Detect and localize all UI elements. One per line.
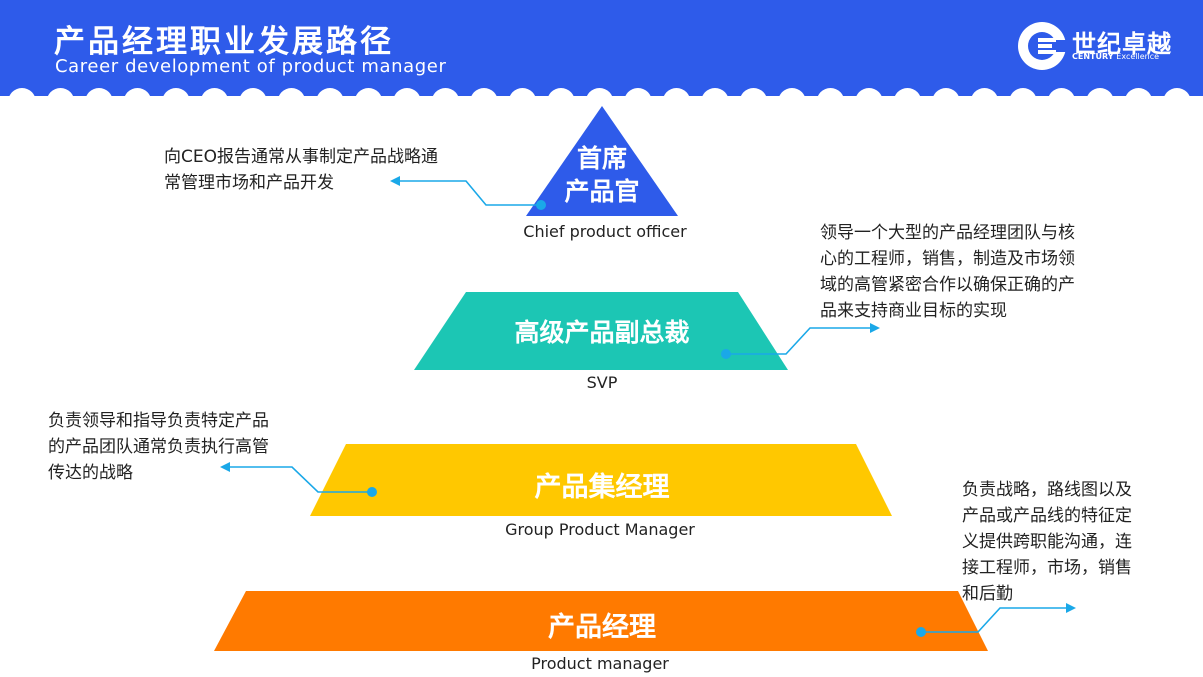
desc-chief-line: 常管理市场和产品开发 (164, 173, 334, 193)
header-scallop (431, 88, 460, 110)
arrow-head-pm (1066, 603, 1076, 613)
connector-chief (398, 180, 541, 206)
tier-en-chief: Chief product officer (523, 222, 687, 241)
header-scallop (624, 88, 652, 110)
header-scallop (508, 88, 537, 110)
connector-dot-chief (536, 200, 546, 210)
header-scallop (816, 88, 845, 110)
header-scallop (701, 88, 729, 110)
desc-pm-line: 负责战略，路线图以及 (962, 480, 1132, 500)
header-scallop (547, 88, 575, 110)
header-background (0, 0, 1203, 110)
header-scallop (893, 88, 922, 110)
tier-label-chief: 首席 产品官 (552, 142, 652, 208)
header-scallop (123, 88, 152, 110)
header-scallop (8, 88, 36, 110)
header-scallop (393, 88, 421, 110)
connector-svp (726, 327, 872, 355)
header-scallop (970, 88, 999, 110)
header-scallop (739, 88, 768, 110)
logo-name-en: CENTURY Excellence (1072, 52, 1159, 61)
tier-en-group: Group Product Manager (505, 520, 695, 539)
header-scallop (354, 88, 383, 110)
desc-group: 负责领导和指导负责特定产品 的产品团队通常负责执行高管 传达的战略 (48, 408, 328, 486)
page-title: 产品经理职业发展路径 (54, 24, 394, 60)
desc-pm-line: 产品或产品线的特征定 (962, 506, 1132, 526)
connector-dot-group (367, 487, 377, 497)
desc-pm-line: 义提供跨职能沟通，连 (962, 532, 1132, 552)
desc-svp-line: 域的高管紧密合作以确保正确的产 (820, 275, 1075, 295)
desc-svp-line: 心的工程师，销售，制造及市场领 (820, 249, 1075, 269)
logo-mark-icon (1018, 22, 1068, 70)
header-scallop (1009, 88, 1037, 110)
desc-chief-line: 向CEO报告通常从事制定产品战略通 (164, 147, 438, 167)
logo-name-cn: 世纪卓越 (1072, 30, 1172, 58)
tier-label-svp: 高级产品副总裁 (514, 318, 690, 347)
desc-svp-line: 品来支持商业目标的实现 (820, 301, 1007, 321)
connector-pm (921, 607, 1068, 633)
arrow-head-chief (390, 176, 400, 186)
header-scallop (855, 88, 883, 110)
tier-shape-group (310, 444, 892, 516)
header-scallop (85, 88, 113, 110)
header-scallop (662, 88, 691, 110)
header-scallop (778, 88, 806, 110)
logo-name-en-bold: CENTURY (1072, 52, 1114, 61)
desc-chief: 向CEO报告通常从事制定产品战略通 常管理市场和产品开发 (164, 144, 494, 196)
arrow-head-svp (870, 323, 880, 333)
desc-group-line: 负责领导和指导负责特定产品 (48, 411, 269, 431)
brand-logo: 世纪卓越 CENTURY Excellence (1016, 18, 1186, 74)
desc-svp: 领导一个大型的产品经理团队与核 心的工程师，销售，制造及市场领 域的高管紧密合作… (820, 220, 1130, 324)
page-subtitle: Career development of product manager (55, 56, 447, 77)
header-scallop (585, 88, 614, 110)
header-scallop (1047, 88, 1076, 110)
header-scallop (470, 88, 498, 110)
header-scallop (239, 88, 267, 110)
tier-en-pm: Product manager (531, 654, 669, 673)
header-scallop (46, 88, 75, 110)
tier-label-pm: 产品经理 (548, 612, 656, 643)
header-scallop (932, 88, 960, 110)
tier-shape-pm (214, 591, 988, 651)
logo-name-en-light: Excellence (1116, 52, 1160, 61)
header-scallop (162, 88, 190, 110)
connector-dot-svp (721, 349, 731, 359)
desc-pm-line: 和后勤 (962, 584, 1013, 604)
desc-pm: 负责战略，路线图以及 产品或产品线的特征定 义提供跨职能沟通，连 接工程师，市场… (962, 477, 1192, 607)
header-banner: 产品经理职业发展路径 Career development of product… (0, 0, 1203, 110)
desc-group-line: 的产品团队通常负责执行高管 (48, 437, 269, 457)
arrow-head-group (220, 462, 230, 472)
header-scallop (1124, 88, 1153, 110)
header-scallop (277, 88, 306, 110)
header-scallop (200, 88, 229, 110)
header-scallop (1163, 88, 1191, 110)
header-scallop (316, 88, 344, 110)
desc-svp-line: 领导一个大型的产品经理团队与核 (820, 223, 1075, 243)
tier-label-group: 产品集经理 (534, 472, 670, 503)
connector-dot-pm (916, 627, 926, 637)
desc-group-line: 传达的战略 (48, 463, 133, 483)
header-scallop (1086, 88, 1114, 110)
tier-shape-svp (414, 292, 788, 370)
tier-shape-chief (526, 106, 678, 216)
connector-group (228, 466, 372, 493)
tier-label-chief-line2: 产品官 (564, 177, 640, 206)
desc-pm-line: 接工程师，市场，销售 (962, 558, 1132, 578)
tier-en-svp: SVP (586, 373, 618, 392)
tier-label-chief-line1: 首席 (576, 144, 627, 173)
